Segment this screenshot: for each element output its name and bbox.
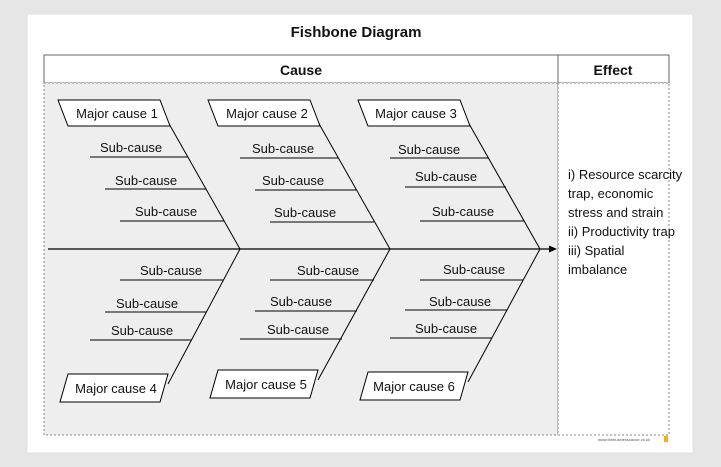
sub-cause-label: Sub-cause (135, 204, 197, 219)
effect-area (557, 82, 670, 436)
major-cause-box-4 (59, 373, 169, 403)
sub-cause-label: Sub-cause (100, 140, 162, 155)
sub-cause-label: Sub-cause (111, 323, 173, 338)
sub-cause-label: Sub-cause (140, 263, 202, 278)
header-row (43, 54, 670, 84)
bone-lower-3 (467, 248, 541, 383)
sub-cause-label: Sub-cause (297, 263, 359, 278)
watermark-text: www.thebusinesscause.co.uk (598, 437, 651, 442)
sub-cause-label: Sub-cause (415, 321, 477, 336)
effect-line-3: iii) Spatial imbalance (568, 243, 628, 277)
sub-cause-label: Sub-cause (115, 173, 177, 188)
major-cause-label-2: Major cause 2 (226, 106, 308, 121)
major-cause-box-1 (57, 99, 171, 127)
bone-upper-2 (317, 121, 391, 250)
major-cause-box-2 (207, 99, 321, 127)
major-cause-box-6 (359, 371, 469, 401)
bone-upper-1 (167, 121, 241, 250)
sub-cause-label: Sub-cause (116, 296, 178, 311)
sub-cause-label: Sub-cause (267, 322, 329, 337)
bone-lower-2 (317, 248, 391, 381)
bone-upper-3 (467, 121, 541, 250)
major-cause-label-5: Major cause 5 (225, 377, 307, 392)
sub-cause-label: Sub-cause (415, 169, 477, 184)
major-cause-label-6: Major cause 6 (373, 379, 455, 394)
sub-cause-label: Sub-cause (262, 173, 324, 188)
cause-header: Cause (280, 62, 322, 78)
bone-lower-1 (167, 248, 241, 385)
major-cause-label-3: Major cause 3 (375, 106, 457, 121)
sub-cause-label: Sub-cause (270, 294, 332, 309)
sub-cause-label: Sub-cause (432, 204, 494, 219)
sub-cause-label: Sub-cause (443, 262, 505, 277)
major-cause-label-4: Major cause 4 (75, 381, 157, 396)
effect-header: Effect (594, 62, 633, 78)
sub-cause-label: Sub-cause (429, 294, 491, 309)
major-cause-label-1: Major cause 1 (76, 106, 158, 121)
effect-description: i) Resource scarcity trap, economic stre… (568, 165, 684, 279)
spine-arrowhead (549, 245, 557, 253)
sub-cause-label: Sub-cause (252, 141, 314, 156)
sub-cause-label: Sub-cause (274, 205, 336, 220)
diagram-title: Fishbone Diagram (291, 24, 422, 41)
effect-line-2: ii) Productivity trap (568, 224, 675, 239)
major-cause-box-3 (357, 99, 471, 127)
watermark-logo-icon (664, 436, 668, 442)
major-cause-box-5 (209, 369, 319, 399)
effect-line-1: i) Resource scarcity trap, economic stre… (568, 167, 683, 220)
sub-cause-label: Sub-cause (398, 142, 460, 157)
